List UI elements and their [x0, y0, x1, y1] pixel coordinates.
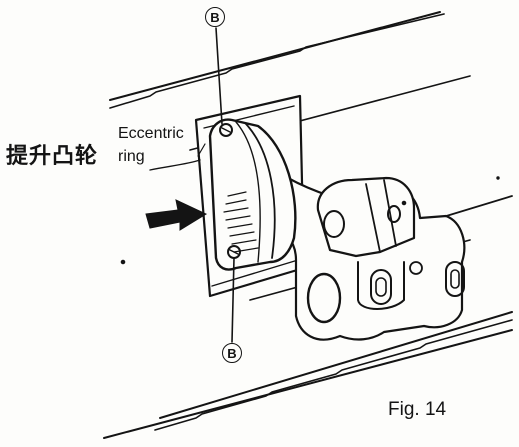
arrow-icon [145, 199, 208, 231]
callout-b-top: B [205, 7, 225, 27]
callout-b-bottom: B [222, 343, 242, 363]
speck-mark [120, 259, 126, 265]
eccentric-ring [197, 118, 297, 271]
slot-left [370, 269, 392, 305]
chinese-part-label: 提升凸轮 [6, 144, 99, 169]
part-label-line1: Eccentric [118, 125, 184, 142]
part-label-line2: ring [118, 148, 145, 165]
speck-mark [496, 176, 500, 180]
figure-caption: Fig. 14 [388, 399, 447, 420]
slot-right [445, 261, 465, 297]
lever-arm [248, 148, 466, 341]
callout-leaders [149, 27, 235, 343]
